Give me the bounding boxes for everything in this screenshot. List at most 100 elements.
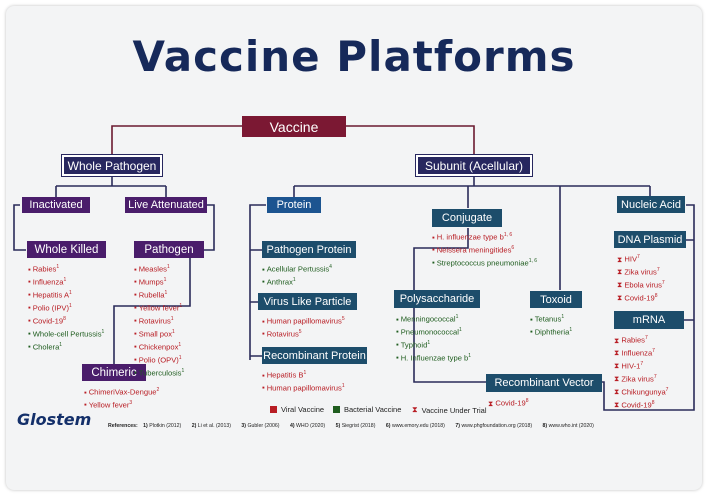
- reference-superscript: 1: [458, 326, 462, 333]
- bullet-icon: ▪: [134, 264, 137, 274]
- vaccine-item-label: Rabies: [32, 264, 57, 274]
- bullet-icon: ▪: [134, 277, 137, 287]
- hourglass-icon: ⧗: [614, 374, 620, 384]
- hourglass-icon: ⧗: [488, 398, 494, 408]
- vaccine-item-label: Menningococcal: [400, 314, 456, 324]
- vaccine-item-label: Rubella: [138, 290, 165, 300]
- vaccine-item: ▪Human papillomavirus5: [262, 314, 345, 327]
- vaccine-item: ▪Measles1: [134, 262, 184, 275]
- bullet-icon: ▪: [530, 327, 533, 337]
- node-inactivated: Inactivated: [22, 197, 90, 213]
- hourglass-icon: ⧗: [614, 387, 620, 397]
- vaccine-item-label: Yellow fever: [138, 303, 180, 313]
- reference-superscript: 1: [69, 302, 72, 309]
- node-nucleic-acid: Nucleic Acid: [617, 196, 685, 213]
- reference-superscript: 3: [129, 399, 133, 406]
- vaccine-item: ▪Rotavirus5: [262, 327, 345, 340]
- node-virus-like-particle: Virus Like Particle: [258, 293, 357, 310]
- vaccine-item: ⧗HIV-17: [614, 359, 668, 372]
- node-polysaccharide: Polysaccharide: [394, 290, 480, 308]
- reference-item: 5) Siegrist (2018): [335, 423, 376, 429]
- bullet-icon: ▪: [84, 400, 87, 410]
- vaccine-item: ⧗Chikungunya7: [614, 385, 668, 398]
- vaccine-item-label: Typhoid: [400, 340, 428, 350]
- vaccine-item-label: Covid-19: [495, 398, 526, 408]
- node-whole-killed: Whole Killed: [27, 241, 106, 258]
- bullet-icon: ▪: [28, 316, 31, 326]
- vaccine-item-label: Zika virus: [624, 267, 657, 277]
- reference-superscript: 1: [303, 370, 307, 376]
- vaccine-item: ▪Yellow fever1: [134, 301, 184, 314]
- vaccine-item: ▪Diphtheria1: [530, 325, 572, 338]
- reference-superscript: 1: [178, 354, 182, 361]
- vaccine-item: ▪Chickenpox1: [134, 340, 184, 353]
- vaccine-item-label: Hepatitis B: [266, 370, 304, 380]
- vaccine-item: ⧗Zika virus7: [617, 265, 665, 278]
- vaccine-item: ⧗Covid-198: [488, 396, 529, 409]
- vaccine-item: ▪Rabies1: [28, 262, 104, 275]
- vaccine-item-label: Influenza: [32, 277, 64, 287]
- bullet-icon: ▪: [134, 329, 137, 339]
- bullet-icon: ▪: [134, 303, 137, 313]
- vaccine-item: ▪H. Influenzae type b1: [396, 351, 471, 364]
- reference-superscript: 1: [56, 264, 60, 270]
- vaccine-item: ▪Whole-cell Pertussis1: [28, 327, 104, 340]
- list-chimeric: ▪ChimeriVax-Dengue2▪Yellow fever3: [84, 385, 159, 411]
- vaccine-item: ▪Polio (IPV)1: [28, 301, 104, 314]
- vaccine-item: ▪Hepatitis B1: [262, 368, 345, 381]
- vaccine-item: ▪Pneumonococcal1: [396, 325, 471, 338]
- vaccine-item-label: Chickenpox: [138, 342, 179, 352]
- vaccine-item-label: H. influenzae type b: [436, 232, 504, 242]
- reference-superscript: 8: [651, 399, 655, 406]
- hourglass-icon: ⧗: [614, 361, 620, 371]
- hourglass-icon: ⧗: [614, 400, 620, 410]
- vaccine-item-label: Rotavirus: [266, 329, 299, 339]
- bullet-icon: ▪: [28, 264, 31, 274]
- vaccine-item: ⧗HIV7: [617, 252, 665, 265]
- reference-superscript: 7: [637, 254, 640, 260]
- reference-item: 8) www.who.int (2020): [542, 423, 594, 429]
- list-virus-like-particle: ▪Human papillomavirus5▪Rotavirus5: [262, 314, 345, 340]
- reference-superscript: 1: [163, 276, 167, 283]
- vaccine-item: ▪Tetanus1: [530, 312, 572, 325]
- node-whole-pathogen: Whole Pathogen: [62, 155, 162, 176]
- reference-superscript: 1: [172, 328, 175, 335]
- reference-superscript: 7: [656, 266, 660, 273]
- page-title: Vaccine Platforms: [132, 32, 576, 81]
- vaccine-item-label: Polio (IPV): [32, 303, 69, 313]
- node-live-attenuated: Live Attenuated: [125, 197, 207, 213]
- reference-superscript: 7: [665, 386, 669, 393]
- vaccine-item: ▪Mumps1: [134, 275, 184, 288]
- reference-superscript: 1: [178, 341, 182, 348]
- reference-superscript: 7: [653, 373, 657, 380]
- legend-bacterial: Bacterial Vaccine: [333, 405, 401, 414]
- vaccine-item: ▪Human papillomavirus1: [262, 381, 345, 394]
- vaccine-item: ▪Anthrax1: [262, 275, 332, 288]
- bullet-icon: ▪: [134, 290, 137, 300]
- bullet-icon: ▪: [432, 245, 435, 255]
- vaccine-item: ▪Menningococcal1: [396, 312, 471, 325]
- vaccine-item-label: Covid-19: [624, 293, 655, 303]
- vaccine-item-label: Covid-19: [621, 400, 652, 410]
- references-label: References:: [108, 423, 138, 429]
- bullet-icon: ▪: [262, 370, 265, 380]
- bullet-icon: ▪: [262, 329, 265, 339]
- bullet-icon: ▪: [396, 340, 399, 350]
- reference-item: 4) WHO (2020): [289, 423, 326, 429]
- reference-superscript: 5: [298, 328, 302, 335]
- bullet-icon: ▪: [262, 277, 265, 287]
- vaccine-item-label: Yellow fever: [88, 400, 130, 410]
- bullet-icon: ▪: [530, 314, 533, 324]
- node-protein: Protein: [267, 197, 321, 213]
- vaccine-item: ▪Yellow fever3: [84, 398, 159, 411]
- bullet-icon: ▪: [134, 342, 137, 352]
- vaccine-item-label: Zika virus: [621, 374, 654, 384]
- vaccine-item: ⧗Covid-198: [614, 398, 668, 411]
- node-pathogen: Pathogen: [134, 241, 204, 258]
- reference-superscript: 1: [166, 264, 170, 270]
- vaccine-item-label: Acellular Pertussis: [266, 264, 330, 274]
- bullet-icon: ▪: [396, 327, 399, 337]
- glostem-logo: Glostem: [17, 410, 92, 429]
- vaccine-item: ▪Rubella1: [134, 288, 184, 301]
- legend-trial: ⧗ Vaccine Under Trial: [412, 405, 487, 415]
